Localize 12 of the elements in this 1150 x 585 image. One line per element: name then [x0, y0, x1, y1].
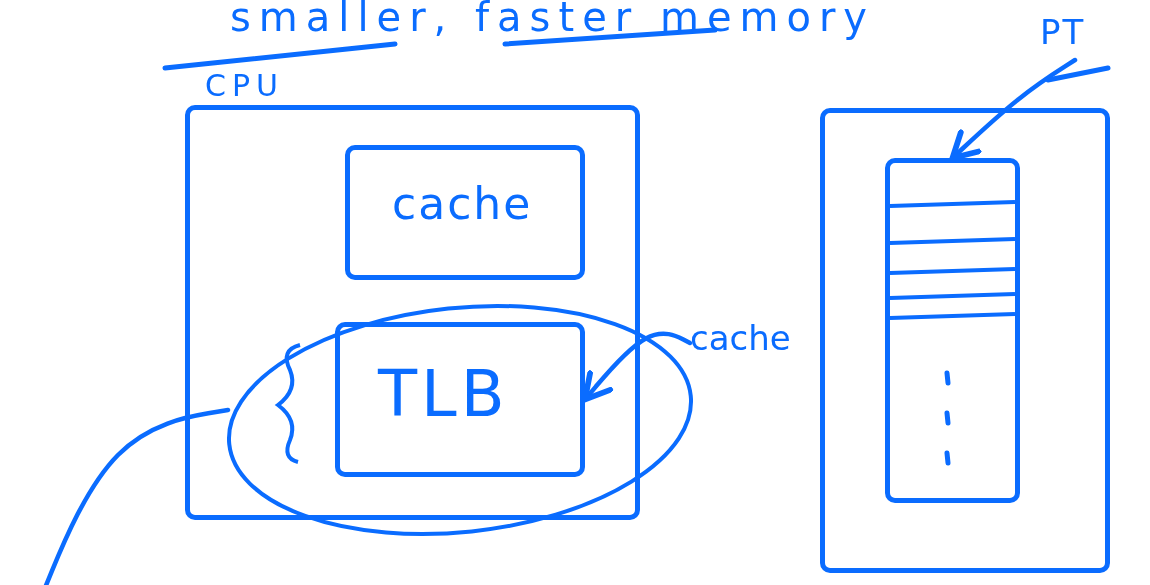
component-box [345, 145, 585, 280]
arrow [949, 57, 1078, 161]
handwritten-note: smaller, faster memory [230, 0, 876, 40]
memory-box [820, 108, 1110, 573]
handwritten-label: cache [690, 318, 791, 358]
box-heading: CPU [205, 68, 284, 103]
box-label: TLB [378, 357, 509, 431]
component-box [335, 322, 585, 477]
handwritten-label: PT [1040, 12, 1086, 52]
arrow [582, 331, 693, 403]
box-label: cache [392, 178, 533, 229]
page-table-column [885, 158, 1020, 503]
